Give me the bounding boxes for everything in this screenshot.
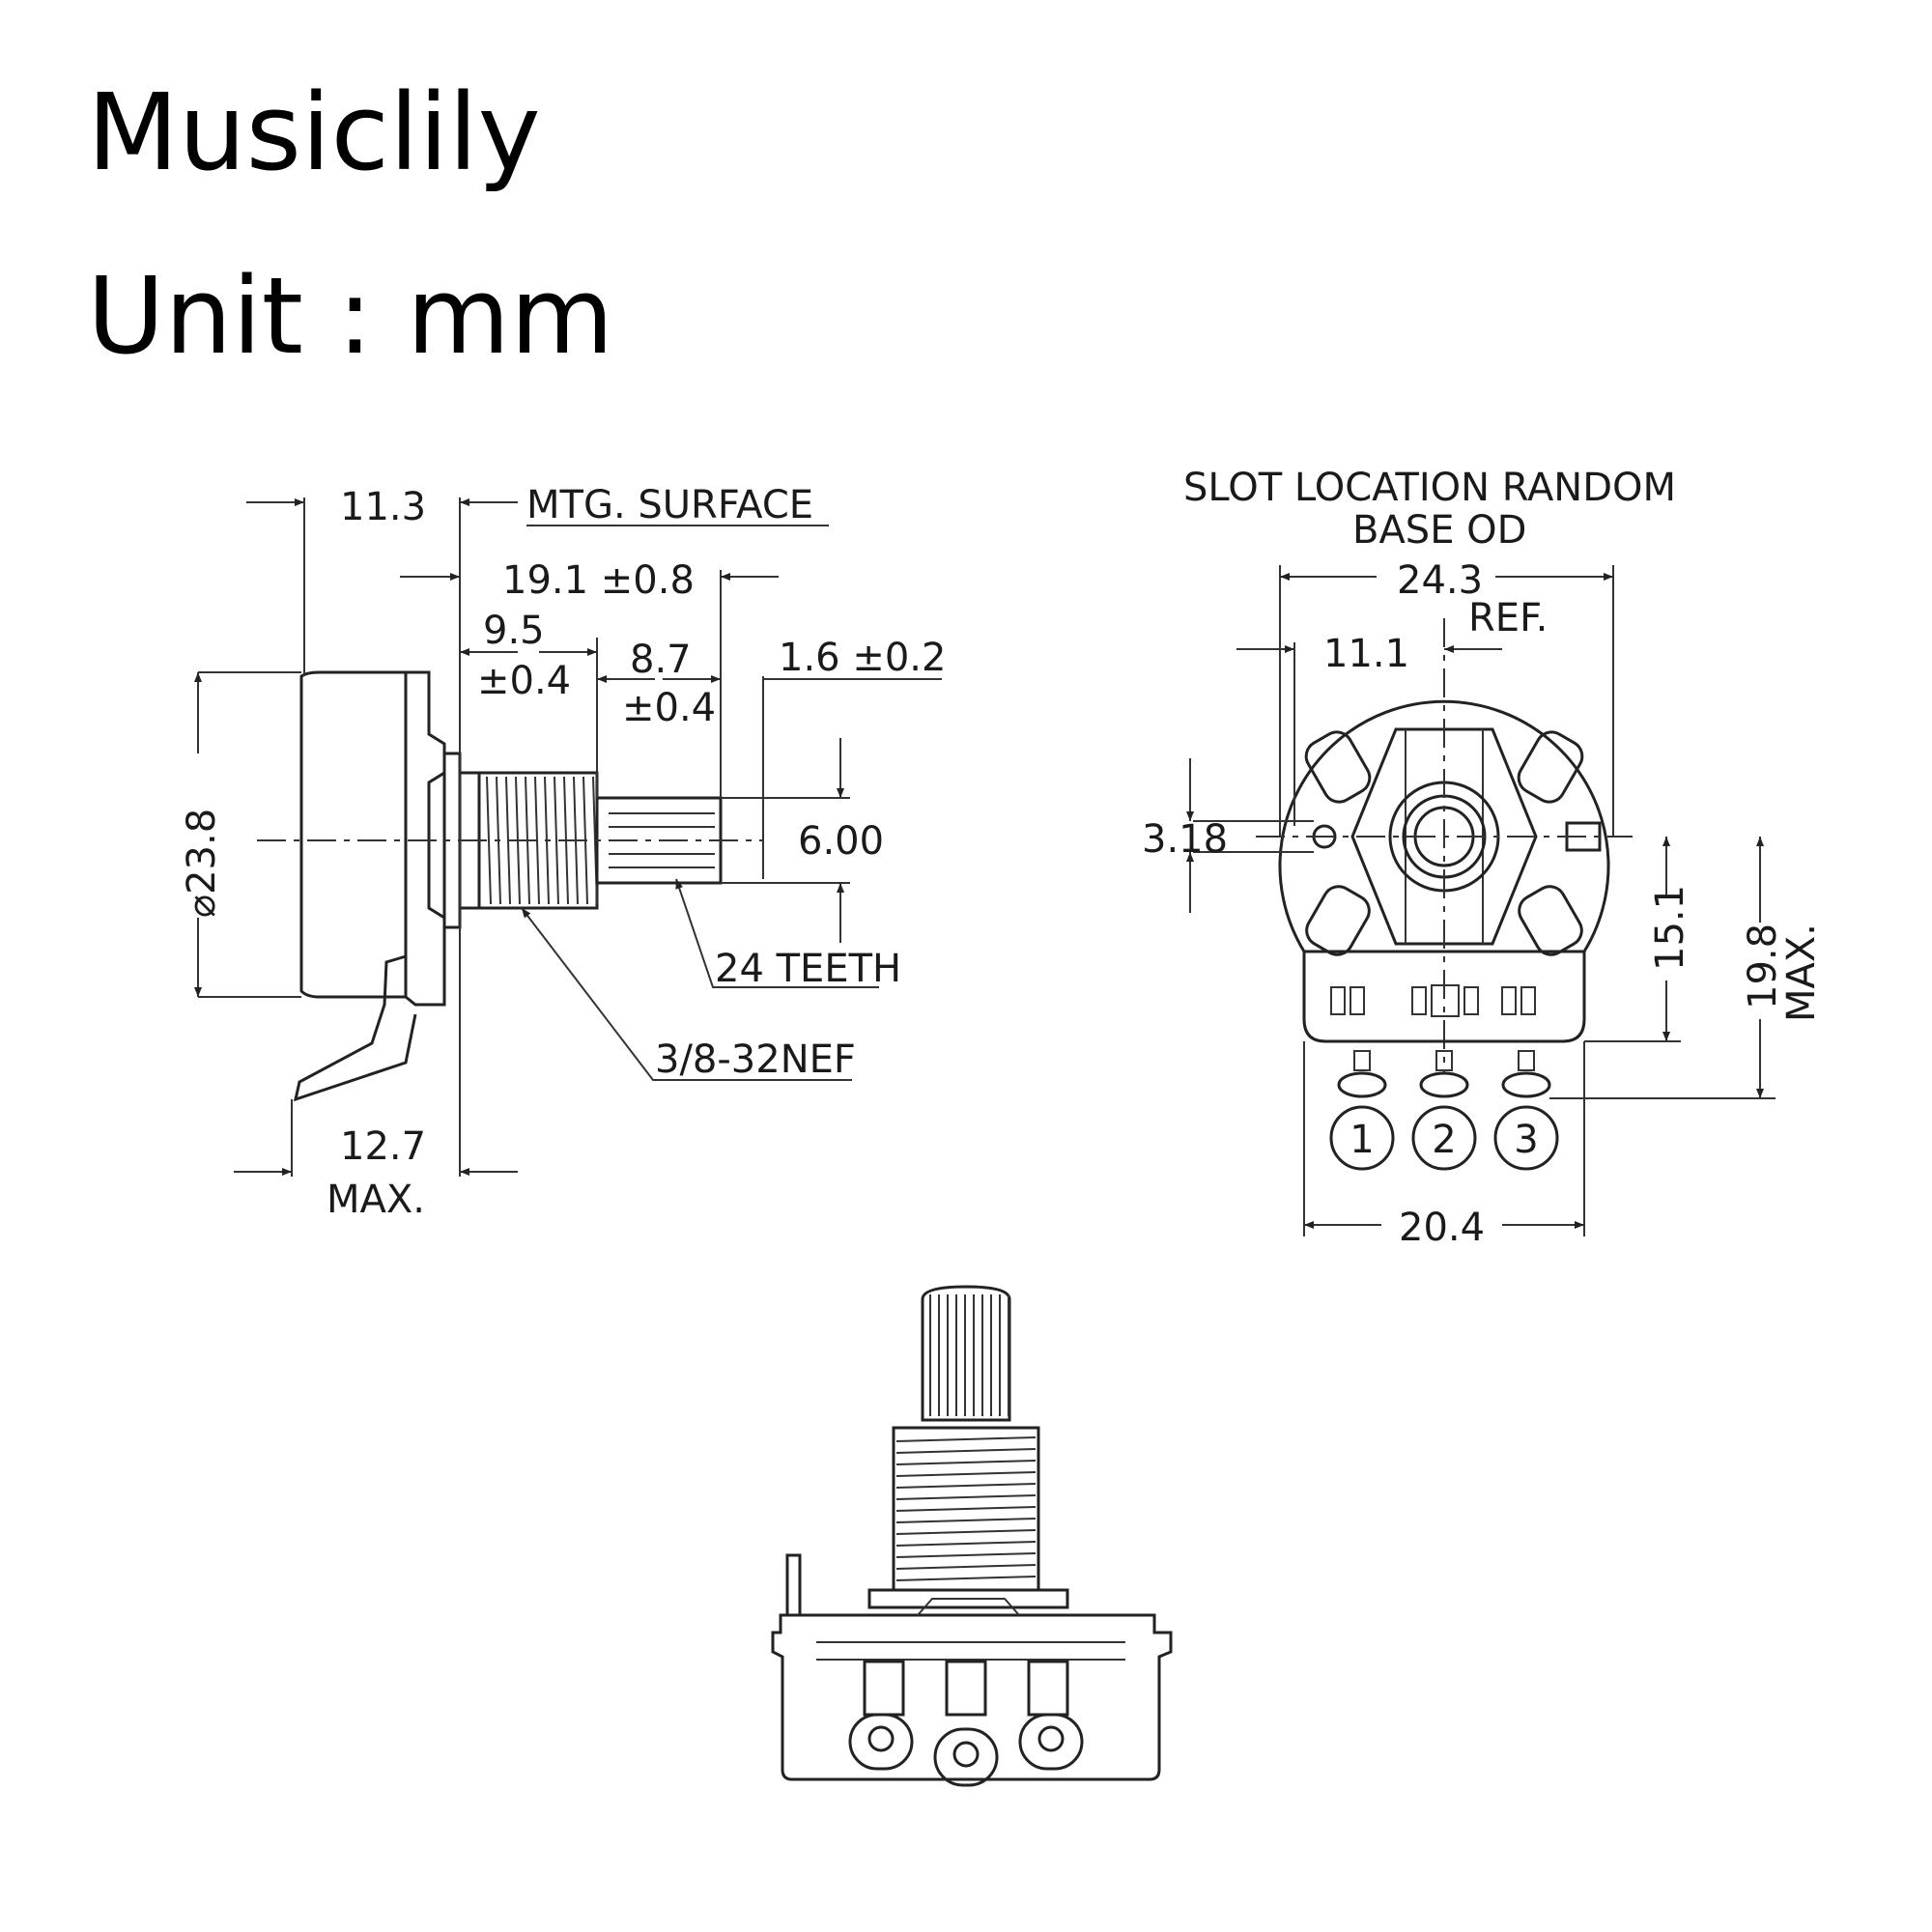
dim-1-6: 1.6 ±0.2 — [779, 636, 946, 680]
terminal-1-circle — [1329, 1105, 1395, 1171]
teeth-label: 24 TEETH — [715, 947, 901, 991]
lug-eye — [1501, 1071, 1551, 1098]
perspective-thread-lines — [895, 1436, 1037, 1581]
ref-label: REF. — [1468, 596, 1548, 640]
side-view: 11.3 MTG. SURFACE 19.1 ±0.8 9.5 ±0.4 8.7… — [180, 483, 946, 1222]
lug-stem — [1518, 1050, 1535, 1071]
dim-12-7-max: MAX. — [327, 1178, 425, 1222]
perspective-terminal-stem — [945, 1660, 987, 1717]
dim-20-4: 20.4 — [1399, 1206, 1485, 1250]
perspective-terminal-eye — [933, 1727, 999, 1787]
terminal-slots — [1330, 984, 1536, 1017]
unit-label: Unit : mm — [87, 254, 614, 378]
perspective-thread-line — [895, 1460, 1037, 1465]
leader-line — [675, 878, 879, 988]
base-cutout — [1518, 885, 1583, 956]
terminal-2-circle — [1411, 1105, 1477, 1171]
leader-line — [521, 907, 852, 1081]
base-outline — [1278, 699, 1610, 952]
perspective-terminal-stem — [1027, 1660, 1069, 1717]
base-od-label: BASE OD — [1352, 508, 1526, 553]
slot — [1350, 986, 1365, 1015]
terminal-3-circle — [1493, 1105, 1559, 1171]
hex-nut — [1350, 727, 1538, 946]
terminal-2-label: 2 — [1432, 1118, 1456, 1162]
terminal-lugs — [1337, 1050, 1551, 1098]
pot-bracket — [405, 670, 446, 1007]
perspective-terminal-hole — [952, 1741, 980, 1768]
perspective-terminal-hole — [867, 1725, 895, 1752]
perspective-thread-line — [895, 1506, 1037, 1512]
perspective-thread-line — [895, 1471, 1037, 1477]
perspective-body — [771, 1613, 1173, 1781]
perspective-view — [771, 1285, 1173, 1787]
slot — [1463, 986, 1479, 1015]
slot-note: SLOT LOCATION RANDOM — [1183, 466, 1676, 510]
lug-eye — [1337, 1071, 1387, 1098]
lug-eye — [1419, 1071, 1469, 1098]
pot-body — [299, 670, 408, 999]
dim-diameter-23-8: ⌀23.8 — [180, 809, 224, 918]
lug-stem — [1435, 1050, 1453, 1071]
base-cutout — [1304, 730, 1372, 804]
perspective-terminal-stem — [863, 1660, 905, 1717]
perspective-thread-line — [895, 1483, 1037, 1489]
perspective-thread-line — [895, 1436, 1037, 1442]
perspective-terminal-hole — [1037, 1725, 1065, 1752]
base-cutout — [1517, 730, 1584, 804]
perspective-terminal-eye — [1018, 1713, 1084, 1771]
thread-line — [486, 776, 492, 905]
dim-15-1: 15.1 — [1648, 885, 1692, 971]
perspective-thread-line — [895, 1448, 1037, 1454]
slot — [1431, 984, 1460, 1017]
perspective-thread-line — [895, 1576, 1037, 1581]
slot — [1520, 986, 1536, 1015]
dim-11-1: 11.1 — [1323, 632, 1409, 676]
perspective-plate — [867, 1588, 1069, 1609]
dim-6-00: 6.00 — [798, 819, 884, 864]
dim-19-1: 19.1 ±0.8 — [502, 558, 695, 603]
dim-8-7: 8.7 — [630, 638, 692, 682]
mtg-surface-label: MTG. SURFACE — [526, 483, 813, 527]
perspective-thread-line — [895, 1518, 1037, 1523]
knurl-lines — [929, 1294, 1009, 1416]
terminal-1-label: 1 — [1350, 1118, 1374, 1162]
spline-lines — [609, 812, 715, 868]
perspective-thread-line — [895, 1564, 1037, 1570]
perspective-lug — [785, 1553, 802, 1617]
thread-label: 3/8-32NEF — [655, 1037, 856, 1082]
brand-title: Musiclily — [87, 71, 541, 194]
dim-19-8: 19.8 — [1741, 923, 1785, 1009]
slot — [1411, 986, 1427, 1015]
dim-19-8-max: MAX. — [1779, 923, 1824, 1022]
slot — [1501, 986, 1517, 1015]
dim-3-18: 3.18 — [1142, 817, 1228, 862]
perspective-thread-line — [895, 1494, 1037, 1500]
dim-8-7-tol: ±0.4 — [622, 686, 716, 730]
terminal-board — [1302, 950, 1586, 1043]
dim-24-3: 24.3 — [1397, 558, 1483, 603]
terminal-3-label: 3 — [1514, 1118, 1538, 1162]
dim-9-5: 9.5 — [483, 609, 545, 653]
base-cutout — [1305, 885, 1371, 956]
thread-line — [554, 776, 559, 905]
perspective-thread-line — [895, 1529, 1037, 1535]
dim-11-3: 11.3 — [340, 485, 426, 529]
dim-12-7: 12.7 — [340, 1124, 426, 1169]
dim-9-5-tol: ±0.4 — [477, 659, 571, 703]
lug-stem — [1353, 1050, 1371, 1071]
slot — [1330, 986, 1346, 1015]
terminal-lug — [293, 954, 417, 1102]
perspective-thread-line — [895, 1552, 1037, 1558]
perspective-tab — [917, 1598, 1020, 1616]
perspective-thread-line — [895, 1541, 1037, 1547]
perspective-terminal-eye — [848, 1713, 914, 1771]
front-view: SLOT LOCATION RANDOM BASE OD — [1142, 466, 1824, 1250]
